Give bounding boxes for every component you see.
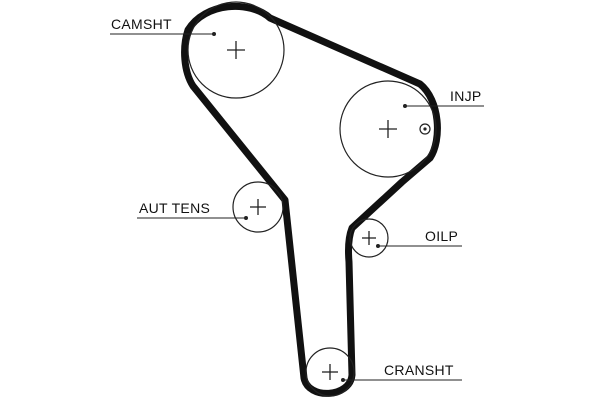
leader-auto-tensioner [137,216,248,220]
label-auto-tensioner: AUT TENS [139,200,210,216]
crankshaft-pulley [305,347,355,397]
leader-crankshaft [341,378,462,382]
injection-pump-pulley [339,80,437,178]
leader-camshaft [110,32,216,36]
label-camshaft: CAMSHT [111,16,172,32]
injection-pump-timing-mark-icon [419,123,431,135]
oil-pump-pulley [349,218,389,258]
timing-belt [181,2,441,397]
leader-oil-pump [376,244,462,248]
label-injection-pump: INJP [450,88,482,104]
auto-tensioner-pulley [232,181,284,233]
label-crankshaft: CRANSHT [384,362,454,378]
leader-injection-pump [403,104,484,108]
camshaft-pulley [187,1,285,99]
label-oil-pump: OILP [425,228,458,244]
